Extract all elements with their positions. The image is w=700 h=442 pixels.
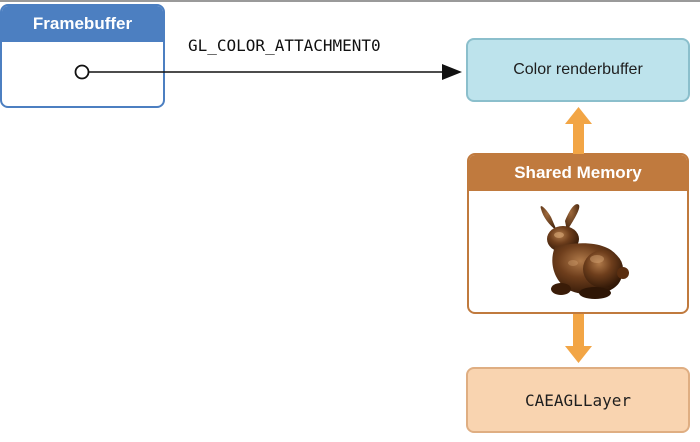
- attachment-arrow: [74, 64, 462, 80]
- shared-memory-title: Shared Memory: [469, 155, 687, 191]
- caeagllayer-box[interactable]: CAEAGLLayer: [466, 367, 690, 433]
- color-renderbuffer-label: Color renderbuffer: [513, 61, 643, 78]
- bunny-model-image: [540, 204, 629, 299]
- bunny-figure: [540, 204, 629, 299]
- caeagllayer-label: CAEAGLLayer: [525, 390, 631, 410]
- attachment-label: GL_COLOR_ATTACHMENT0: [188, 36, 381, 55]
- shared-memory-box[interactable]: Shared Memory: [467, 153, 689, 314]
- down-arrow-to-layer: [565, 314, 592, 363]
- up-arrow-to-renderbuffer: [565, 107, 592, 154]
- shared-memory-body: [469, 191, 687, 312]
- color-renderbuffer-box[interactable]: Color renderbuffer: [466, 38, 690, 102]
- framebuffer-title: Framebuffer: [2, 6, 163, 42]
- framebuffer-box[interactable]: Framebuffer: [0, 4, 165, 108]
- top-divider: [0, 0, 700, 2]
